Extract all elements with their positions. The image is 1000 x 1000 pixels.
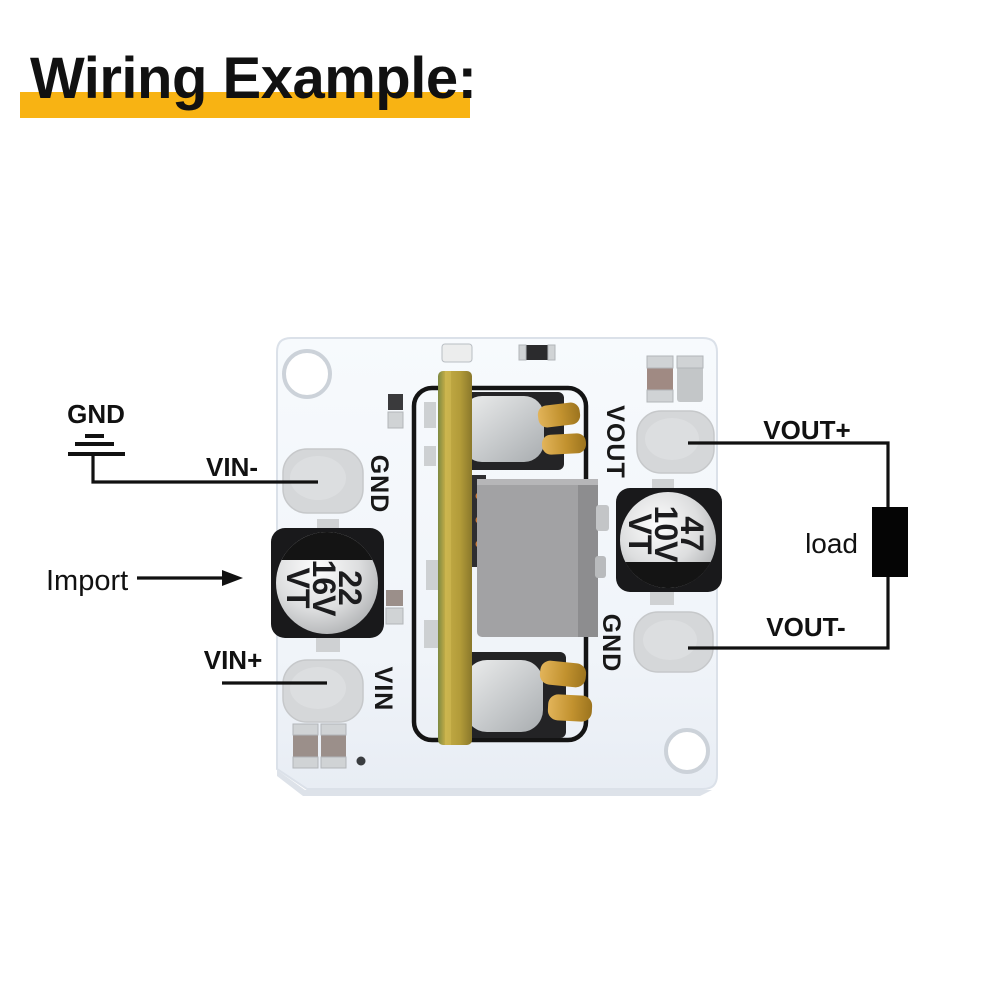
solder-pads bbox=[282, 410, 715, 723]
page-title: Wiring Example: bbox=[30, 46, 477, 111]
inductor-shade bbox=[578, 479, 598, 637]
load-block bbox=[872, 507, 908, 577]
via-hole bbox=[356, 756, 366, 766]
smd-cap-pair-left-mid bbox=[385, 590, 404, 625]
capacitor-marking-line: VT bbox=[622, 514, 658, 555]
smd-capacitor bbox=[388, 394, 403, 410]
smd-resistor-end bbox=[547, 344, 556, 361]
smd-cap-pair-left-top bbox=[387, 394, 404, 429]
gnd-wire bbox=[91, 454, 318, 484]
smd-capacitor bbox=[385, 607, 404, 625]
import-label: Import bbox=[46, 565, 128, 597]
vin-minus-label: VIN- bbox=[206, 452, 258, 482]
vout-minus-label: VOUT- bbox=[766, 612, 845, 642]
vin-plus-label: VIN+ bbox=[204, 645, 263, 675]
pin-stub bbox=[424, 446, 436, 466]
smd-parts bbox=[292, 343, 704, 769]
smd-capacitor-end bbox=[292, 756, 319, 769]
inductor-pin bbox=[596, 505, 609, 531]
ground-symbol bbox=[68, 434, 125, 456]
capacitor-marking: 47 10V VT bbox=[622, 506, 710, 564]
smd-resistor bbox=[519, 345, 555, 360]
pcb-edge bbox=[277, 770, 712, 796]
pin-stub bbox=[424, 620, 438, 648]
pad-gnd-out-sheen bbox=[643, 620, 697, 660]
smd-capacitor bbox=[387, 411, 404, 429]
pcb-module: GND VIN VOUT GND bbox=[271, 337, 722, 796]
smd-capacitor-end bbox=[646, 389, 674, 403]
mounting-hole-bottom-right bbox=[664, 728, 710, 774]
smd-capacitor-end bbox=[292, 723, 319, 736]
load-label: load bbox=[805, 528, 858, 559]
capacitor-polarity-mark bbox=[281, 532, 373, 560]
silkscreen-vout: VOUT bbox=[601, 405, 629, 478]
inductor-highlight bbox=[477, 479, 598, 485]
bottom-solder-lug bbox=[465, 660, 543, 732]
input-annotations: GND VIN- Import VIN+ bbox=[46, 399, 327, 685]
capacitor-polarity-mark bbox=[625, 562, 711, 589]
gold-pin bbox=[541, 433, 587, 455]
capacitor-marking-line: VT bbox=[280, 568, 316, 609]
smd-resistor-end bbox=[518, 344, 527, 361]
gold-pin bbox=[539, 660, 587, 688]
smd-cap-pair-bottom-left bbox=[292, 723, 347, 769]
pad-vout-sheen bbox=[645, 418, 699, 460]
capacitor-marking-line: 22 bbox=[332, 570, 368, 606]
smd-capacitor-end bbox=[320, 723, 347, 736]
inductor-block bbox=[477, 479, 598, 637]
capacitor-marking: 22 16V VT bbox=[280, 560, 368, 618]
top-solder-lug bbox=[462, 396, 544, 462]
smd-capacitor-end bbox=[320, 756, 347, 769]
output-capacitor: 47 10V VT bbox=[616, 479, 722, 605]
pad-vin-sheen bbox=[290, 667, 346, 709]
capacitor-marking-line: 16V bbox=[306, 560, 342, 618]
input-capacitor: 22 16V VT bbox=[271, 519, 384, 652]
vout-plus-label: VOUT+ bbox=[763, 415, 850, 445]
silkscreen-gnd-right: GND bbox=[597, 614, 625, 673]
pin-stub bbox=[424, 402, 436, 428]
title-highlight-bar bbox=[20, 92, 470, 118]
mounting-hole-top-left bbox=[282, 349, 332, 399]
capacitor-lead bbox=[316, 636, 340, 652]
daughterboard-edge-sheen bbox=[445, 371, 451, 745]
smd-capacitor-end bbox=[646, 355, 674, 369]
smd-capacitor-end bbox=[676, 355, 704, 369]
smd-capacitor bbox=[386, 590, 403, 606]
smd-led bbox=[441, 343, 473, 363]
pin-stub bbox=[426, 560, 438, 590]
import-arrowhead-icon bbox=[222, 570, 243, 586]
gold-pin bbox=[547, 694, 593, 722]
converter-assembly bbox=[411, 371, 609, 745]
capacitor-marking-line: 10V bbox=[648, 506, 684, 564]
pad-gnd-in-sheen bbox=[290, 456, 346, 500]
silkscreen-gnd-left: GND bbox=[365, 455, 393, 514]
capacitor-lead bbox=[650, 590, 674, 605]
gnd-label: GND bbox=[67, 399, 125, 429]
output-annotations: VOUT+ load VOUT- bbox=[688, 415, 908, 650]
capacitor-lead bbox=[652, 479, 674, 490]
daughterboard-edge-strip bbox=[438, 371, 472, 745]
inductor-pin bbox=[595, 556, 606, 578]
capacitor-marking-line: 47 bbox=[674, 516, 710, 552]
gold-pin bbox=[537, 402, 581, 428]
smd-cap-pair-top-right bbox=[646, 355, 704, 403]
silkscreen-vin: VIN bbox=[369, 667, 397, 712]
